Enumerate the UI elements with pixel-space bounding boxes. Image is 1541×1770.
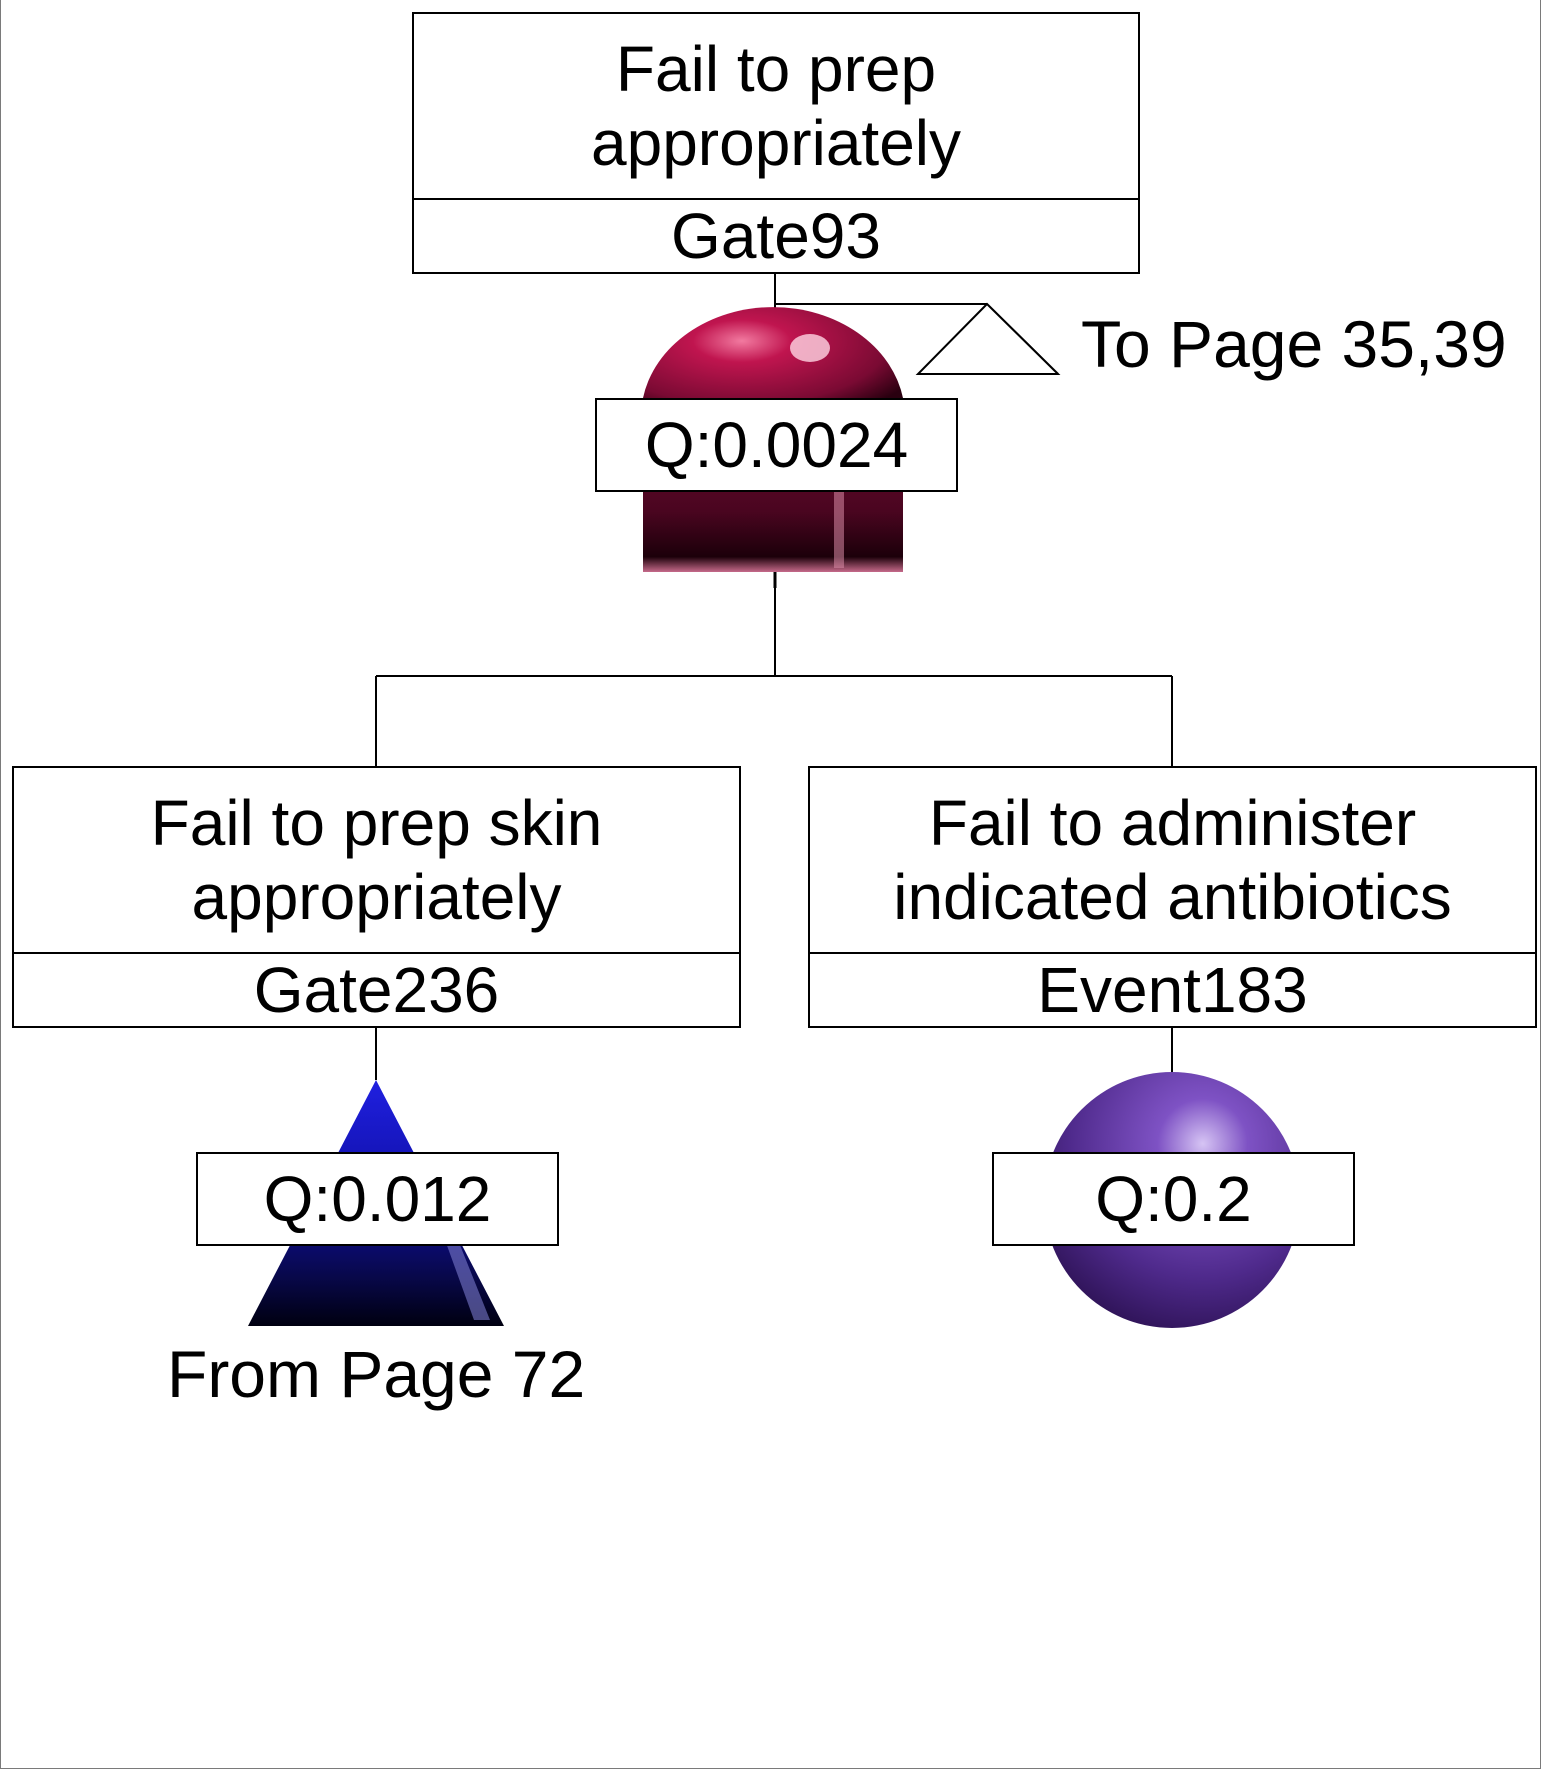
top-probability-label: Q:0.0024 [595, 398, 958, 492]
right-event-id: Event183 [1037, 954, 1308, 1026]
left-probability-label: Q:0.012 [196, 1152, 559, 1246]
right-probability-label: Q:0.2 [992, 1152, 1355, 1246]
right-event-box[interactable]: Fail to administer indicated antibiotics… [808, 766, 1537, 1028]
top-event-box[interactable]: Fail to prep appropriately Gate93 [412, 12, 1140, 274]
left-gate-id: Gate236 [253, 954, 500, 1026]
left-gate-description: Fail to prep skin appropriately [150, 787, 603, 933]
transfer-out-triangle-icon [915, 302, 1061, 375]
right-event-description: Fail to administer indicated antibiotics [893, 787, 1452, 933]
right-event-divider [810, 952, 1535, 954]
transfer-in-label[interactable]: From Page 72 [167, 1337, 586, 1411]
top-event-divider [414, 198, 1138, 200]
left-gate-divider [14, 952, 739, 954]
top-event-id: Gate93 [671, 200, 881, 272]
transfer-out-label[interactable]: To Page 35,39 [1081, 307, 1507, 381]
top-event-description: Fail to prep appropriately [591, 33, 961, 179]
left-gate-box[interactable]: Fail to prep skin appropriately Gate236 [12, 766, 741, 1028]
